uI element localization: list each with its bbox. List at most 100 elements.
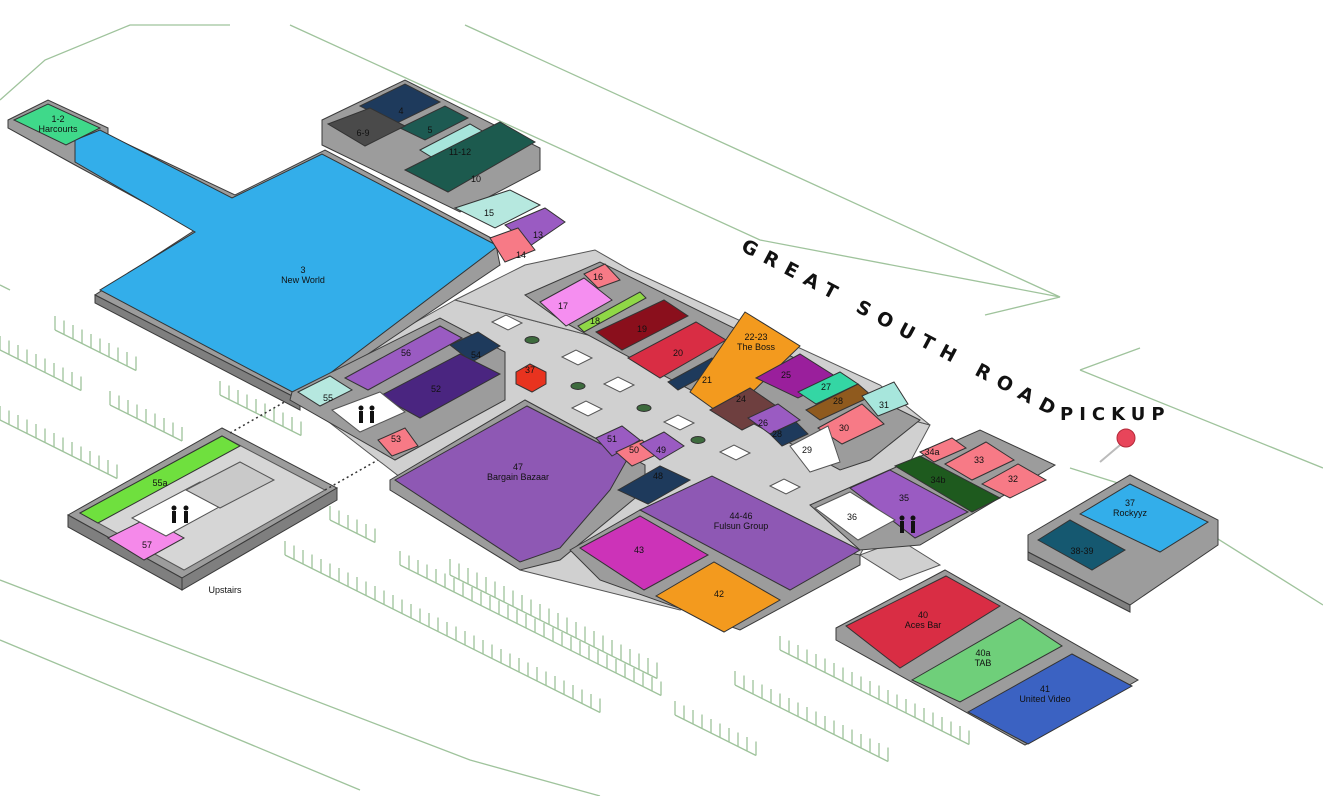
unit-number-label: 56 xyxy=(401,348,411,358)
bench xyxy=(602,376,636,393)
unit-5[interactable] xyxy=(398,105,470,141)
unit-number-label: 31 xyxy=(879,400,889,410)
west-tenants xyxy=(289,317,506,461)
unit-name-label: Bargain Bazaar xyxy=(487,472,549,482)
unit-number-label: 1-2 xyxy=(51,114,64,124)
mall-furniture xyxy=(490,314,802,495)
unit-40[interactable] xyxy=(845,575,1001,669)
unit-38-39[interactable] xyxy=(1037,519,1127,571)
unit-3[interactable] xyxy=(74,129,499,397)
unit-number-label: 3 xyxy=(300,265,305,275)
unit-name-label: Rockyyz xyxy=(1113,508,1148,518)
unit-16[interactable] xyxy=(583,263,621,289)
unit-47[interactable] xyxy=(394,405,629,563)
planter xyxy=(524,336,540,344)
unit-number-label: 17 xyxy=(558,301,568,311)
rockyyz-building xyxy=(1027,474,1219,613)
unit-18[interactable] xyxy=(577,291,647,333)
parking-row-line xyxy=(0,349,82,392)
map-pin-icon[interactable] xyxy=(1099,428,1136,463)
unit-28b[interactable] xyxy=(769,421,809,447)
unit-55[interactable] xyxy=(296,375,354,407)
parking-lots xyxy=(0,316,970,763)
unit-number-label: 27 xyxy=(821,382,831,392)
parking-row-line xyxy=(449,574,658,680)
unit-number-label: 53 xyxy=(391,434,401,444)
unit-number-label: 6-9 xyxy=(356,128,369,138)
unit-40a[interactable] xyxy=(910,617,1063,703)
unit-34b[interactable] xyxy=(893,455,1002,513)
southeast-tenants xyxy=(809,429,1057,551)
unit-56[interactable] xyxy=(343,325,464,391)
unit-number-label: 13 xyxy=(533,230,543,240)
unit-32[interactable] xyxy=(980,463,1048,499)
unit-number-label: 14 xyxy=(516,250,526,260)
unit-33[interactable] xyxy=(943,441,1016,481)
unit-number-label: 49 xyxy=(656,445,666,455)
unit-42[interactable] xyxy=(654,561,782,633)
unit-37[interactable] xyxy=(1078,483,1210,553)
bench xyxy=(768,478,802,495)
kiosk-37[interactable] xyxy=(515,363,547,393)
unit-number-label: 37 xyxy=(1125,498,1135,508)
unit-49[interactable] xyxy=(639,431,685,461)
unit-1-2[interactable] xyxy=(12,103,102,146)
unit-number-label: 40a xyxy=(975,648,990,658)
unit-51[interactable] xyxy=(595,425,641,457)
parking-row-line xyxy=(779,649,970,746)
planter xyxy=(690,436,706,444)
south-block xyxy=(389,399,862,633)
unit-6-9[interactable] xyxy=(326,107,407,147)
unit-name-label: Fulsun Group xyxy=(714,521,769,531)
unit-53[interactable] xyxy=(377,427,419,457)
unit-number-label: 54 xyxy=(471,350,481,360)
unit-number-label: 55a xyxy=(152,478,167,488)
unit-15[interactable] xyxy=(453,189,542,229)
unit-number-label: 15 xyxy=(484,208,494,218)
unit-name-label: The Boss xyxy=(737,342,776,352)
unit-number-label: 35 xyxy=(899,493,909,503)
aces-bar-building xyxy=(835,569,1140,746)
bench xyxy=(570,400,604,417)
parking-row-line xyxy=(284,554,601,714)
unit-55a[interactable] xyxy=(78,435,242,524)
unit-48[interactable] xyxy=(616,465,692,505)
planter xyxy=(570,382,586,390)
unit-name-label: New World xyxy=(281,275,325,285)
unit-34a[interactable] xyxy=(918,437,968,463)
unit-19[interactable] xyxy=(595,299,689,351)
unit-number-label: 41 xyxy=(1040,684,1050,694)
parking-row-line xyxy=(734,684,889,763)
unit-number-label: 57 xyxy=(142,540,152,550)
unit-number-label: 40 xyxy=(918,610,928,620)
unit-10[interactable] xyxy=(403,121,537,193)
unit-31[interactable] xyxy=(861,381,909,417)
unit-number-label: 22-23 xyxy=(744,332,767,342)
parking-row-line xyxy=(329,519,376,544)
unit-30[interactable] xyxy=(817,403,885,445)
unit-14[interactable] xyxy=(489,227,536,263)
parking-row-line xyxy=(0,419,118,480)
unit-name-label: Aces Bar xyxy=(905,620,942,630)
unit-name-label: Harcourts xyxy=(38,124,78,134)
unit-number-label: 10 xyxy=(471,174,481,184)
unit-number-label: 26 xyxy=(758,418,768,428)
unit-number-label: 36 xyxy=(847,512,857,522)
unit-number-label: 48 xyxy=(653,471,663,481)
north-tenants xyxy=(321,79,566,263)
unit-43[interactable] xyxy=(579,515,710,591)
bench xyxy=(662,414,696,431)
unit-number-label: 43 xyxy=(634,545,644,555)
unit-number-label: 5 xyxy=(427,125,432,135)
unit-number-label: 20 xyxy=(673,348,683,358)
unit-number-label: 52 xyxy=(431,384,441,394)
unit-26[interactable] xyxy=(747,403,801,435)
unit-52[interactable] xyxy=(378,353,502,419)
unit-number-label: 16 xyxy=(593,272,603,282)
restroom-icon xyxy=(171,505,189,523)
east-tenants xyxy=(523,261,921,473)
unit-17[interactable] xyxy=(539,277,613,327)
unit-41[interactable] xyxy=(966,653,1134,745)
